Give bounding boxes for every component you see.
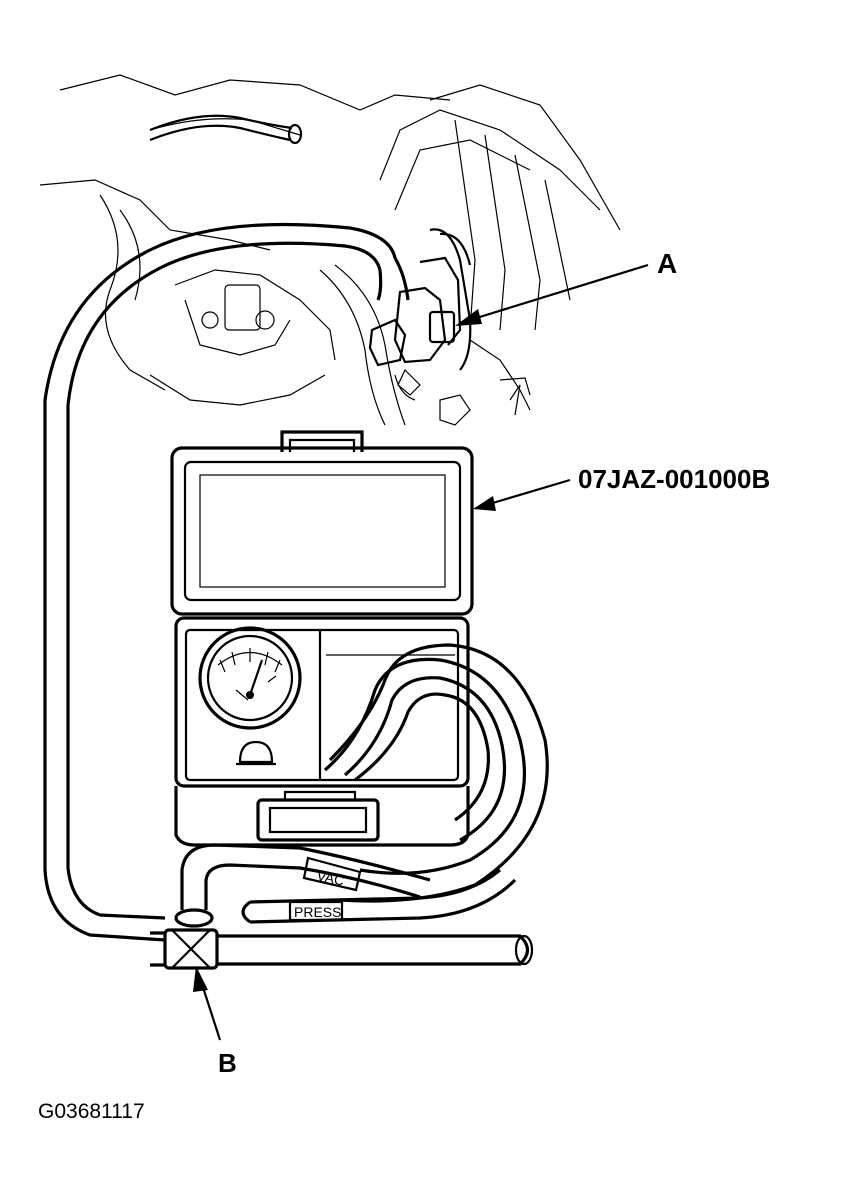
- upper-tube-end: [287, 123, 303, 145]
- figure-id: G03681117: [38, 1100, 145, 1123]
- part-a-leader: [455, 263, 649, 326]
- vac-hose: [180, 843, 431, 910]
- tool-number-label: 07JAZ-001000B: [578, 464, 770, 494]
- vacuum-gauge-icon: [198, 626, 302, 730]
- valve-knob: [236, 740, 276, 766]
- engine-background-sketch: [39, 74, 621, 426]
- vacuum-tester-case: [170, 430, 474, 847]
- press-hose: [241, 868, 517, 924]
- part-a-connector: [368, 228, 472, 401]
- t-fitting-b: [150, 908, 534, 970]
- part-b-label: B: [218, 1048, 237, 1078]
- tool-number-leader: [473, 478, 571, 511]
- upper-tube-edge: [149, 124, 291, 142]
- press-tag: PRESS: [294, 904, 341, 920]
- upper-tube: [149, 114, 293, 132]
- main-vacuum-hose: [43, 222, 410, 942]
- part-b-leader: [193, 966, 222, 1041]
- part-a-label: A: [657, 248, 677, 279]
- vac-tag: VAC: [315, 867, 345, 888]
